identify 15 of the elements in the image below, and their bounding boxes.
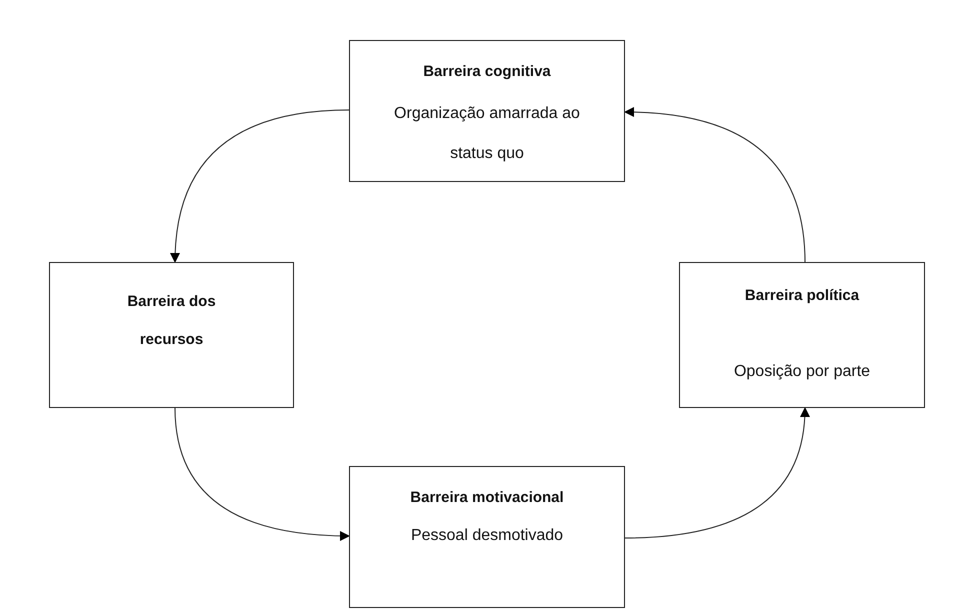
process-box bbox=[49, 262, 294, 408]
process-box bbox=[349, 466, 625, 608]
curved-arrow bbox=[624, 407, 810, 538]
curved-arrow bbox=[624, 107, 806, 262]
box-text: Pessoal desmotivado bbox=[410, 526, 564, 546]
process-box bbox=[679, 262, 925, 408]
box-text: Oposição por parte bbox=[732, 362, 872, 382]
box-heading: Barreira motivacional bbox=[409, 488, 565, 508]
box-heading: Barreira cognitiva bbox=[422, 62, 552, 82]
box-heading: Barreira política bbox=[744, 286, 860, 306]
curved-arrow bbox=[174, 408, 350, 541]
box-text: Organização amarrada ao status quo bbox=[393, 104, 581, 164]
process-box bbox=[349, 40, 625, 182]
curved-arrow bbox=[170, 110, 350, 263]
box-heading: Barreira dos recursos bbox=[126, 292, 217, 350]
